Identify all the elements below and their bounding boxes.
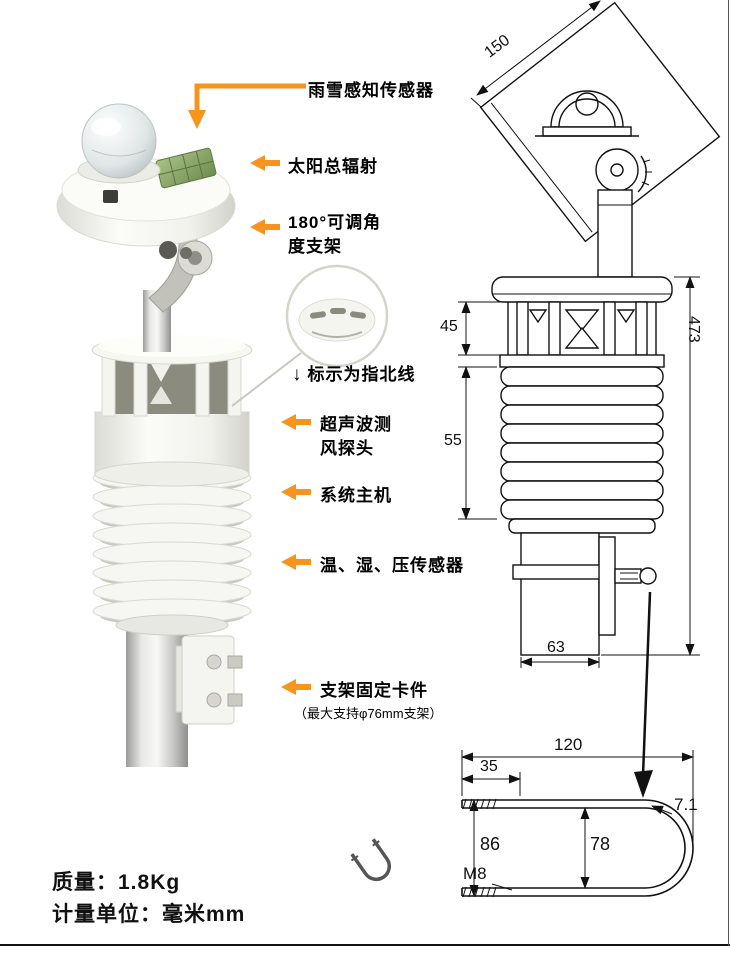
- rain-snow-dome: [81, 103, 157, 179]
- dim-ubolt-width: 120: [554, 735, 583, 754]
- label-solar-radiation: 太阳总辐射: [288, 157, 378, 176]
- bracket-arrow-icon: [250, 219, 280, 235]
- clip-arrow-icon: [281, 679, 311, 695]
- label-ultrasonic-line2: 风探头: [320, 439, 374, 458]
- dim-wind-section-height: 45: [440, 318, 458, 335]
- solar-radiation-panel: [155, 147, 217, 189]
- dim-thread-length: 35: [480, 758, 498, 775]
- rain-snow-arrowhead-icon: [188, 110, 206, 129]
- down-arrow-icon: ↓: [292, 364, 303, 385]
- device-photo: [56, 103, 389, 767]
- ubolt-pointer-arrow: [634, 591, 653, 798]
- dim-louver-section-height: 55: [444, 432, 462, 449]
- angle-hinge: [595, 148, 639, 192]
- wind-sensor-section: [91, 335, 253, 417]
- footer-mass: 质量：1.8Kg: [52, 871, 181, 894]
- label-temp-humidity-pressure: 温、湿、压传感器: [320, 556, 464, 575]
- front-sensor-box: [103, 190, 118, 203]
- pole-clamp: [175, 635, 243, 725]
- label-adjustable-bracket-line2: 度支架: [288, 237, 342, 256]
- dim-pole-width: 63: [547, 639, 565, 656]
- north-line-inset: [231, 264, 389, 407]
- ubolt-icon: [350, 838, 391, 882]
- host-arrow-icon: [281, 484, 311, 500]
- tilted-plate-drawing: [479, 1, 721, 278]
- rain-snow-leader-arrow: [194, 83, 306, 112]
- north-line-text: 标示为指北线: [307, 365, 416, 384]
- dim-thread-spec: M8: [463, 864, 487, 883]
- dome-sensor-head: [56, 103, 236, 313]
- dim-inner-height: 78: [590, 834, 611, 854]
- technical-drawing: [350, 0, 721, 898]
- label-ultrasonic-line1: 超声波测: [320, 415, 392, 434]
- label-north-line: ↓标示为指北线: [292, 360, 416, 386]
- radiation-shield: [92, 465, 252, 636]
- main-unit-drawing: [491, 276, 673, 656]
- dim-overall-height: 473: [685, 316, 702, 343]
- label-bracket-clip: 支架固定卡件: [320, 681, 428, 700]
- right-rule: [728, 0, 729, 946]
- label-rain-snow-sensor: 雨雪感知传感器: [308, 81, 434, 100]
- ubolt-dimensions: [461, 750, 694, 897]
- label-system-host: 系统主机: [320, 486, 392, 505]
- footer-unit: 计量单位：毫米mm: [52, 903, 246, 926]
- solar-arrow-icon: [250, 155, 280, 171]
- dim-outer-height: 86: [480, 834, 501, 854]
- thp-arrow-icon: [281, 554, 311, 570]
- dimension-lines: [458, 0, 700, 668]
- system-host-body: [94, 411, 250, 487]
- label-arrows: [188, 83, 311, 695]
- label-clip-note: （最大支持φ76mm支架）: [294, 706, 443, 721]
- ultrasonic-arrow-icon: [281, 414, 311, 430]
- label-adjustable-bracket-line1: 180°可调角: [288, 213, 382, 232]
- dim-rod-diameter: 7.1: [674, 795, 698, 814]
- bottom-rule: [0, 944, 730, 946]
